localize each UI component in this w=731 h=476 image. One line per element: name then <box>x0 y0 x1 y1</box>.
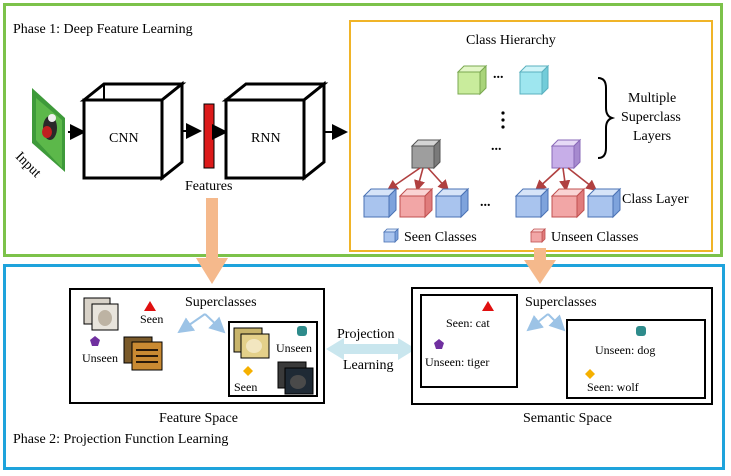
hierarchy-arrows-left <box>386 167 450 192</box>
hierarchy-arrows-right <box>534 167 598 192</box>
class-cube-seen <box>434 187 470 219</box>
superclass-label: Superclass <box>621 110 681 125</box>
legend-unseen-cube <box>530 228 546 243</box>
semantic-superclass-arrows <box>526 313 566 332</box>
semantic-superclasses-label: Superclasses <box>525 295 597 310</box>
class-cube-seen <box>586 187 622 219</box>
unseen-dog-photos <box>233 327 270 359</box>
purple-pentagon-icon <box>434 339 444 349</box>
class-hierarchy-title: Class Hierarchy <box>466 33 556 48</box>
ellipsis-class-layer: ... <box>480 195 491 210</box>
ellipsis-middle: ... <box>491 139 502 154</box>
gold-diamond-icon <box>243 366 253 376</box>
red-triangle-icon <box>144 301 156 311</box>
seen-cat-photos <box>83 297 119 331</box>
phase1-title: Phase 1: Deep Feature Learning <box>13 22 193 37</box>
feature-seen-right-label: Seen <box>234 380 258 394</box>
feature-unseen-label: Unseen <box>82 351 118 365</box>
multiple-label: Multiple <box>628 91 677 106</box>
class-hierarchy-frame <box>349 20 713 252</box>
teal-marker-icon <box>297 326 307 336</box>
semantic-space-caption: Semantic Space <box>523 411 613 426</box>
class-cube-seen <box>362 187 398 219</box>
class-layer-label: Class Layer <box>622 192 689 207</box>
projection-label: Projection <box>337 327 395 342</box>
legend-unseen-label: Unseen Classes <box>551 230 639 245</box>
orange-arrow-hierarchy <box>524 248 556 284</box>
superclass-cube-green <box>456 64 488 96</box>
ellipsis-top: ... <box>493 67 504 82</box>
features-label: Features <box>185 179 233 194</box>
semantic-unseen-dog-label: Unseen: dog <box>595 343 656 357</box>
phase1-frame <box>3 3 723 257</box>
rnn-label: RNN <box>251 131 281 146</box>
projection-double-arrow <box>326 338 416 360</box>
class-cube-unseen <box>550 187 586 219</box>
teal-marker-icon <box>636 326 646 336</box>
feature-superclasses-label: Superclasses <box>185 295 257 310</box>
legend-seen-cube <box>383 228 399 243</box>
feature-space-caption: Feature Space <box>159 411 238 426</box>
feature-unseen-right-label: Unseen <box>276 341 312 355</box>
gold-diamond-icon <box>585 369 595 379</box>
seen-wolf-photos <box>277 361 314 395</box>
vertical-ellipsis <box>501 111 505 129</box>
cnn-label: CNN <box>109 131 139 146</box>
semantic-seen-cat-label: Seen: cat <box>446 316 490 330</box>
red-triangle-icon <box>482 301 494 311</box>
legend-seen-label: Seen Classes <box>404 230 477 245</box>
phase2-frame <box>3 264 725 470</box>
learning-label: Learning <box>343 358 394 373</box>
input-bird-image <box>32 88 65 172</box>
rnn-block <box>221 80 329 182</box>
class-cube-seen <box>514 187 550 219</box>
feature-bar <box>203 103 215 169</box>
superclass-bracket <box>597 77 616 159</box>
orange-arrow-features <box>196 198 228 284</box>
superclass-cube-purple <box>550 138 582 170</box>
purple-pentagon-icon <box>90 336 100 346</box>
superclass-cube-gray <box>410 138 442 170</box>
semantic-seen-wolf-label: Seen: wolf <box>587 380 639 394</box>
semantic-unseen-tiger-label: Unseen: tiger <box>425 355 490 369</box>
phase2-title: Phase 2: Projection Function Learning <box>13 432 229 447</box>
semantic-left-box <box>420 294 518 388</box>
class-cube-unseen <box>398 187 434 219</box>
feature-superclass-arrows <box>177 313 226 334</box>
cnn-block <box>79 80 187 182</box>
layers-label: Layers <box>633 129 672 144</box>
unseen-tiger-photos <box>123 336 163 371</box>
feature-seen-label: Seen <box>140 312 164 326</box>
superclass-cube-cyan <box>518 64 550 96</box>
